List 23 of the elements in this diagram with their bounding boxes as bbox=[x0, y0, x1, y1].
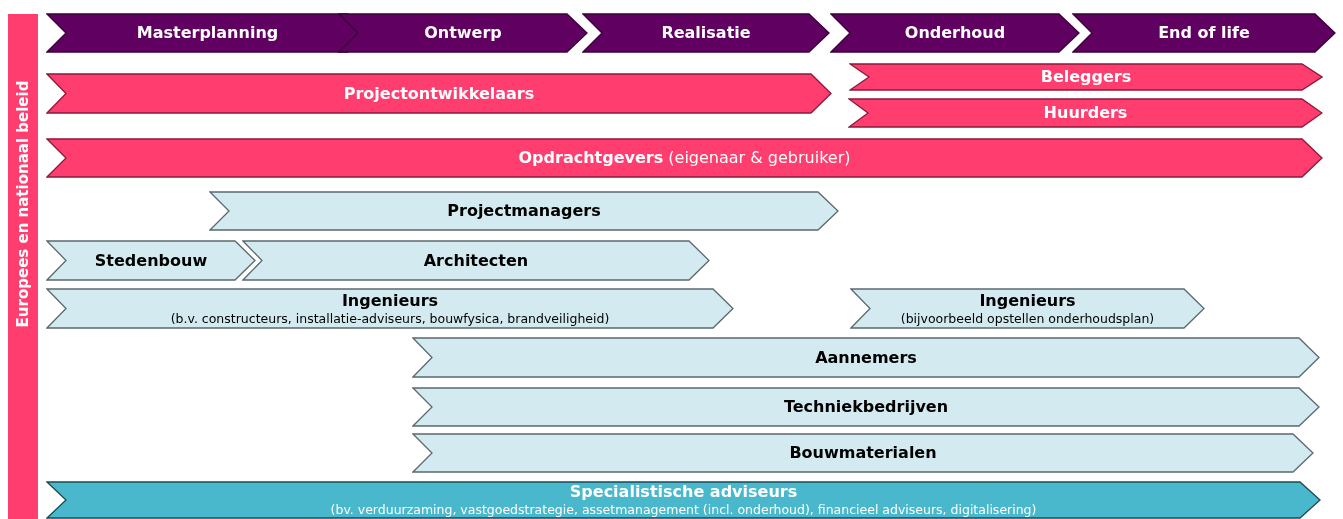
actor-label: Architecten bbox=[423, 250, 529, 271]
actor-description: (bv. verduurzaming, vastgoedstrategie, assetmanagement (incl. onderhoud), financieel adviseurs, digitalisering) bbox=[330, 502, 1037, 518]
actor-description: (b.v. constructeurs, installatie-adviseurs, bouwfysica, brandveiligheid) bbox=[170, 310, 610, 327]
policy-label: Europees en nationaal beleid bbox=[12, 80, 33, 328]
actor-label: Projectontwikkelaars bbox=[343, 83, 535, 104]
actor-label: Aannemers bbox=[815, 347, 917, 368]
actor-label: Stedenbouw bbox=[94, 250, 208, 271]
actor-label: Bouwmaterialen bbox=[789, 443, 937, 463]
actor-label: Onderhoud bbox=[904, 23, 1006, 43]
actor-label: Beleggers bbox=[1040, 67, 1132, 87]
actor-label: Huurders bbox=[1043, 103, 1128, 123]
actor-description: (bijvoorbeeld opstellen onderhoudsplan) bbox=[900, 310, 1155, 327]
actor-label: Ontwerp bbox=[424, 23, 502, 43]
actor-label: Realisatie bbox=[661, 23, 751, 43]
actor-label: Ingenieurs bbox=[979, 290, 1076, 311]
policy-band bbox=[8, 14, 38, 519]
actor-label: Techniekbedrijven bbox=[783, 397, 949, 417]
actor-label: Opdrachtgevers (eigenaar & gebruiker) bbox=[518, 148, 851, 168]
actor-label: Specialistische adviseurs bbox=[569, 482, 798, 503]
actor-label: End of life bbox=[1158, 23, 1250, 43]
actor-label: Masterplanning bbox=[136, 23, 279, 43]
actor-label: Ingenieurs bbox=[341, 290, 439, 311]
actor-label: Projectmanagers bbox=[447, 201, 601, 221]
